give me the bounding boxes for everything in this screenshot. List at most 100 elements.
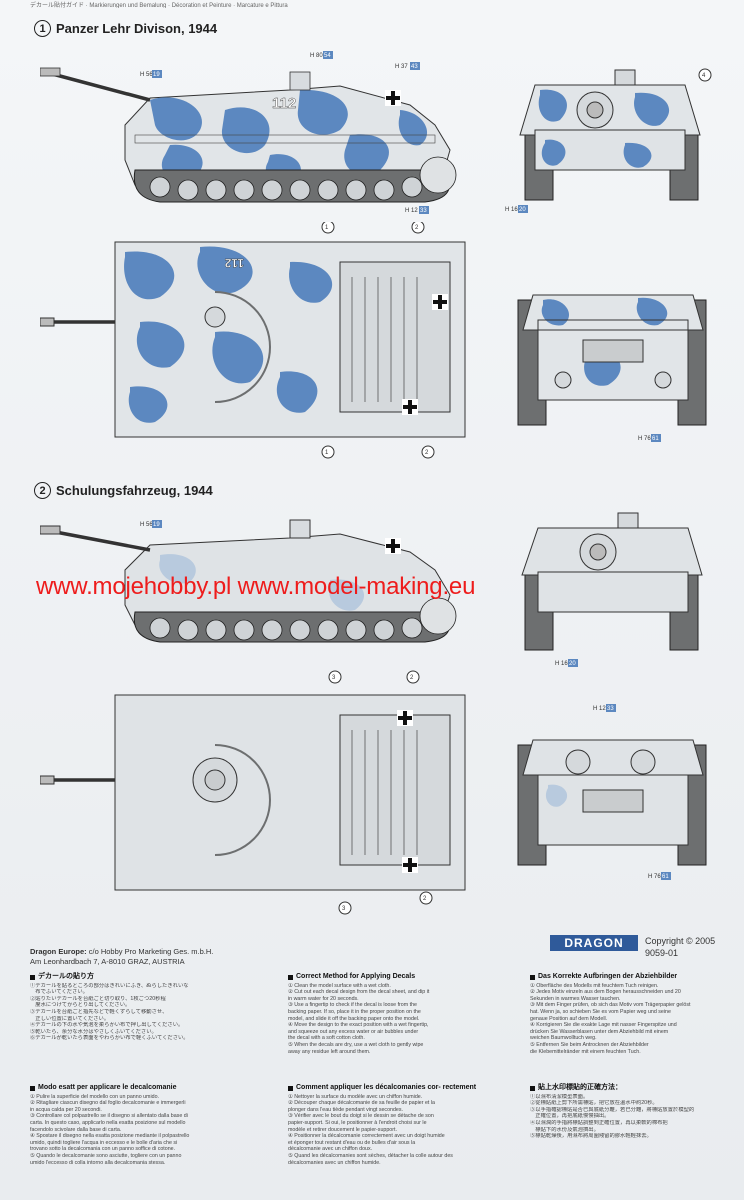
instructions-title: Das Korrekte Aufbringen der Abziehbilder [538, 973, 678, 980]
company-label: Dragon Europe: [30, 947, 87, 956]
callout-number: 4 [702, 73, 706, 79]
callout-label: H 80 [310, 53, 323, 59]
callout-label: H 76 [648, 874, 661, 880]
callout-number: 3 [342, 906, 346, 912]
instructions-english: Correct Method for Applying Decals ① Cle… [288, 973, 513, 1055]
callout-ref: 61 [652, 436, 659, 442]
callout-ref: 19 [153, 522, 160, 528]
callout-number: 1 [325, 450, 329, 456]
instruction-line: away any residue left around them. [288, 1048, 371, 1055]
instruction-line: 正確位置，再把底紙慢慢抽出。 [530, 1113, 610, 1120]
callout-ref: 33 [607, 706, 614, 712]
s2-side-view: H 56 19 [40, 519, 457, 643]
instruction-line: 正しい位置に置いてください。 [30, 1015, 110, 1022]
instruction-line: ⑤ Entfernen Sie beim Antrocknen der Abzi… [530, 1041, 649, 1048]
instruction-line: papier-support. Si oui, le positionner à… [288, 1119, 427, 1126]
instruction-line: hat. Wenn ja, so schieben Sie es vom Pap… [530, 1008, 671, 1015]
instruction-line: and squeeze out any excess water or air … [288, 1028, 419, 1035]
instruction-line: et éponger tout restant d'eau ou de bull… [288, 1139, 416, 1146]
balkenkreuz-icon [385, 538, 401, 554]
instruction-line: facendolo scivolare dalla base di carta. [30, 1126, 122, 1133]
callout-label: H 12 [593, 706, 606, 712]
callout-number: 1 [325, 225, 329, 231]
instruction-line: ③デカールを台紙ごと指先などで軽くずらして移動させ、 [30, 1008, 168, 1015]
callout-ref: 20 [519, 207, 526, 213]
callout-ref: 54 [324, 53, 331, 59]
copyright-text: Copyright © 2005 [645, 936, 716, 946]
callout-number: 2 [423, 896, 427, 902]
section-1-title: 1 Panzer Lehr Divison, 1944 [34, 20, 217, 37]
instruction-line: modèle et retirer doucement le papier-su… [288, 1126, 397, 1133]
instruction-line: ④以濕潤的手指將標貼調整到正確位置，再以柔軟的棉布把 [530, 1119, 668, 1126]
instructions-japanese: デカールの貼り方 ①デカールを貼るところの部分はきれいにふき、ぬらしたきれいな … [30, 973, 265, 1042]
instruction-line: ③ Vérifier avec le bout du doigt si le d… [288, 1113, 434, 1120]
instruction-line: ① Oberfläche des Modells mit feuchtem Tu… [530, 982, 659, 989]
instruction-line: ③以手指確認標貼是否已與底紙分離，若已分離，將標貼放置於模型的 [530, 1106, 695, 1113]
callout-ref: 33 [420, 208, 427, 214]
section-title-text: Panzer Lehr Divison, 1944 [56, 21, 218, 36]
company-address: Am Leonhardbach 7, A-8010 GRAZ, AUSTRIA [30, 957, 185, 966]
callout-label: H 56 [140, 72, 153, 78]
callout-ref: 20 [569, 661, 576, 667]
header-strip: デカール貼付ガイド · Markierungen und Bemalung · … [30, 3, 288, 8]
company-name: c/o Hobby Pro Marketing Ges. m.b.H. [86, 947, 214, 956]
instruction-line: ① Clean the model surface with a wet clo… [288, 982, 391, 989]
callout-number: 2 [425, 450, 429, 456]
section-title-text: Schulungsfahrzeug, 1944 [56, 483, 213, 498]
instruction-line: weichen Baumwolltuch weg. [530, 1035, 597, 1042]
instructions-title: デカールの貼り方 [38, 973, 94, 980]
instructions-chinese: 貼上水印標貼的正確方法： ①以濕布清潔模型表面。 ②從標貼紙上剪下所需標貼，把它… [530, 1084, 735, 1140]
s2-rear-view: H 12 33 H 76 61 [517, 704, 707, 880]
instruction-line: ④ Positionner la décalcomanie correcteme… [288, 1133, 445, 1140]
instruction-line: ①デカールを貼るところの部分はきれいにふき、ぬらしたきれいな [30, 982, 189, 989]
balkenkreuz-icon [385, 90, 401, 106]
section-number: 2 [34, 482, 51, 499]
hull-number-text: 112 [272, 95, 296, 112]
instruction-line: backing paper. If so, place it in the pr… [288, 1008, 421, 1015]
instructions-french: Comment appliquer les décalcomanies cor-… [288, 1084, 513, 1166]
instruction-line: ⑤ Quand les décalcomanies sont sèches, d… [288, 1152, 453, 1159]
instructions-italian: Modo esatt per applicare le decalcomanie… [30, 1084, 265, 1166]
instruction-line: in acqua calda per 20 secondi. [30, 1106, 102, 1113]
instruction-line: ⑤乾いたら、余分な水分はやさしくふいてください。 [30, 1028, 157, 1035]
instruction-line: décalcomanies avec un chiffon humide. [288, 1159, 381, 1166]
instructions-german: Das Korrekte Aufbringen der Abziehbilder… [530, 973, 735, 1055]
callout-number: 2 [410, 675, 414, 681]
instruction-line: ⑤ When the decals are dry, use a wet clo… [288, 1041, 424, 1048]
instruction-line: die Klebemittelränder mit einem feuchten… [530, 1048, 641, 1055]
instruction-line: ③ Mit dem Finger prüfen, ob sich das Mot… [530, 1002, 691, 1009]
instruction-line: ① Pulire la superficie del modello con u… [30, 1093, 160, 1100]
instruction-line: the decal with a soft cotton cloth. [288, 1035, 365, 1042]
callout-ref: 61 [662, 874, 669, 880]
balkenkreuz-icon [397, 710, 413, 726]
instruction-line: trovano sotto la decalcomania con un pan… [30, 1146, 176, 1153]
instruction-line: ④デカールの下の水や気泡を柔らかい布で押し出してください。 [30, 1022, 184, 1029]
instruction-line: ④ Korrigieren Sie die exakte Lage mit na… [530, 1022, 677, 1029]
instruction-line: ② Ritagliare ciascun disegno dal foglio … [30, 1100, 186, 1107]
s1-rear-view: H 76 61 [517, 294, 707, 442]
instruction-line: ①以濕布清潔模型表面。 [530, 1093, 589, 1100]
instruction-line: ②貼りたいデカールを台紙ごと切り取り、1枚ごつ20秒程 [30, 995, 166, 1002]
instruction-line: umido l'eccesso di colla intorno alla de… [30, 1159, 166, 1166]
callout-ref: 19 [153, 72, 160, 78]
balkenkreuz-icon [402, 399, 418, 415]
instruction-line: genaue Position auf dem Modell. [530, 1015, 608, 1022]
instruction-line: ④ Move the design to the exact position … [288, 1022, 429, 1029]
instruction-line: 度水につけてからとり出してください。 [30, 1002, 131, 1009]
instructions-title: Comment appliquer les décalcomanies cor-… [296, 1084, 477, 1091]
instruction-line: Sekunden in warmes Wasser tauchen. [530, 995, 621, 1002]
instruction-line: in warm water for 20 seconds. [288, 995, 359, 1002]
section-number: 1 [34, 20, 51, 37]
instruction-line: ②從標貼紙上剪下所需標貼，把它放在溫水中約20秒。 [530, 1100, 658, 1107]
callout-label: H 37 [395, 64, 408, 70]
s2-top-view: 3 2 3 2 [40, 670, 466, 915]
instruction-line: umido, quindi togliere l'acqua in eccess… [30, 1139, 178, 1146]
s1-top-view: 112 1 2 1 2 [40, 222, 466, 459]
instruction-line: ② Découper chaque décalcomanie de sa feu… [288, 1100, 435, 1107]
dragon-europe-address: Dragon Europe: c/o Hobby Pro Marketing G… [30, 947, 213, 967]
instructions-title: 貼上水印標貼的正確方法： [538, 1084, 622, 1091]
dragon-logo: DRAGON [550, 935, 638, 951]
instruction-line: ① Nettoyer la surface du modèle avec un … [288, 1093, 423, 1100]
callout-number: 2 [415, 225, 419, 231]
